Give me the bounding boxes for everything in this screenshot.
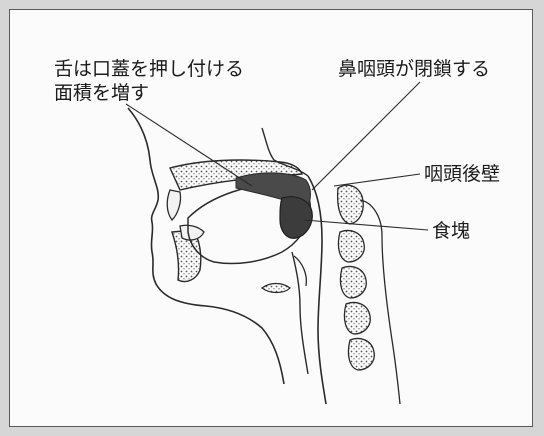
mandible-bone bbox=[171, 229, 202, 283]
label-bolus: 食塊 bbox=[432, 220, 471, 242]
face-profile-outline bbox=[127, 107, 285, 385]
larynx-outline bbox=[291, 251, 309, 375]
leader-line-bolus bbox=[303, 219, 429, 231]
leader-line-tongue bbox=[125, 103, 253, 187]
label-pharyngeal-wall: 咽頭後壁 bbox=[424, 163, 501, 185]
label-tongue-line1: 舌は口蓋を押し付ける bbox=[54, 58, 245, 80]
cervical-spine bbox=[336, 184, 401, 405]
pharyngeal-wall-outline bbox=[307, 175, 327, 405]
label-nasopharynx-closure: 鼻咽頭が閉鎖する bbox=[338, 58, 491, 80]
leader-line-pharyngeal-wall bbox=[333, 173, 421, 187]
label-tongue-pressure: 舌は口蓋を押し付ける 面積を増す bbox=[54, 57, 244, 105]
leader-line-nasopharynx bbox=[311, 81, 421, 191]
hyoid-bone bbox=[260, 282, 291, 294]
lower-teeth bbox=[179, 224, 205, 241]
figure-frame bbox=[9, 9, 533, 427]
label-tongue-line2: 面積を増す bbox=[54, 82, 150, 104]
bolus-shape bbox=[279, 196, 313, 239]
nasal-cavity-outline bbox=[261, 127, 309, 177]
upper-teeth bbox=[166, 189, 182, 221]
epiglottis bbox=[293, 255, 308, 287]
